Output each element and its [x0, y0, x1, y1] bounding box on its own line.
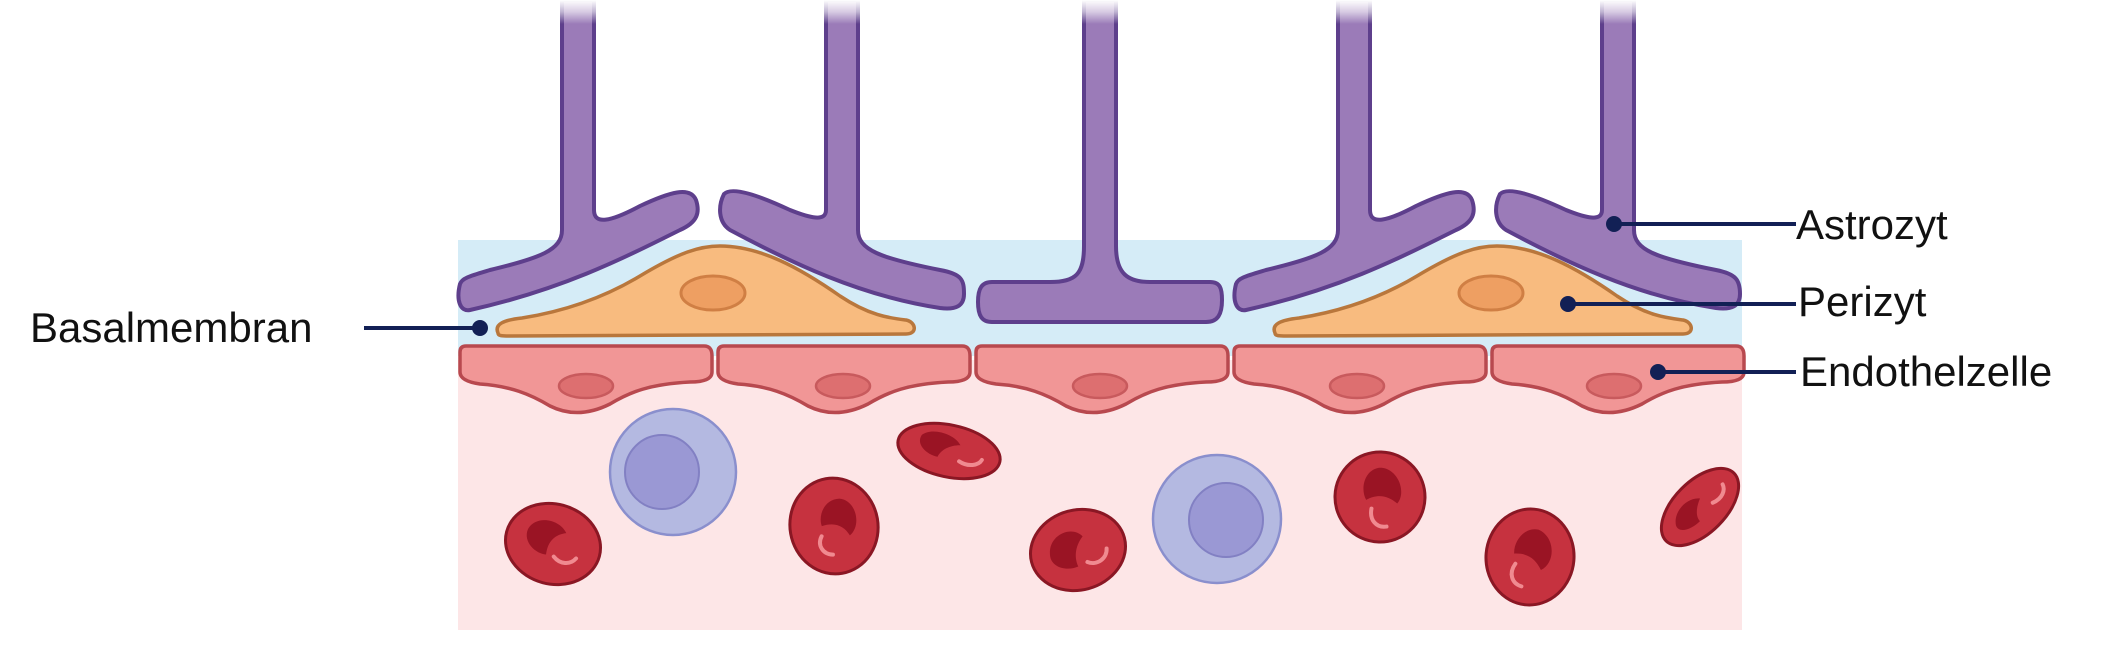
pericyte-nucleus: [679, 274, 747, 312]
label-astrozyt: Astrozyt: [1796, 201, 1948, 248]
red-blood-cell: [1484, 507, 1576, 607]
endothelial-cell-1: [458, 344, 714, 415]
red-blood-cell: [503, 501, 603, 587]
red-blood-cell: [1333, 450, 1427, 544]
red-blood-cell: [1659, 466, 1741, 548]
endothelial-cell-3: [974, 344, 1230, 415]
leader-astrozyt: [1606, 216, 1796, 232]
red-blood-cell: [1028, 507, 1128, 593]
red-blood-cell: [788, 476, 880, 576]
endothelial-cell-2: [716, 344, 972, 415]
red-blood-cell: [896, 421, 1002, 481]
label-perizyt: Perizyt: [1798, 278, 1927, 325]
white-blood-cell-1: [608, 407, 738, 537]
endothelial-cell-4: [1232, 344, 1488, 415]
label-endothelzelle: Endothelzelle: [1800, 348, 2052, 395]
leader-perizyt: [1560, 296, 1796, 312]
white-blood-cell-2: [1151, 453, 1283, 585]
pericyte-1: [495, 244, 916, 338]
pericyte-2: [1272, 244, 1693, 338]
process-fade: [440, 0, 1740, 200]
leader-endothelzelle: [1650, 364, 1796, 380]
label-basalmembran: Basalmembran: [30, 304, 312, 351]
pericyte-nucleus: [1457, 274, 1525, 312]
leader-basalmembran: [364, 320, 488, 336]
